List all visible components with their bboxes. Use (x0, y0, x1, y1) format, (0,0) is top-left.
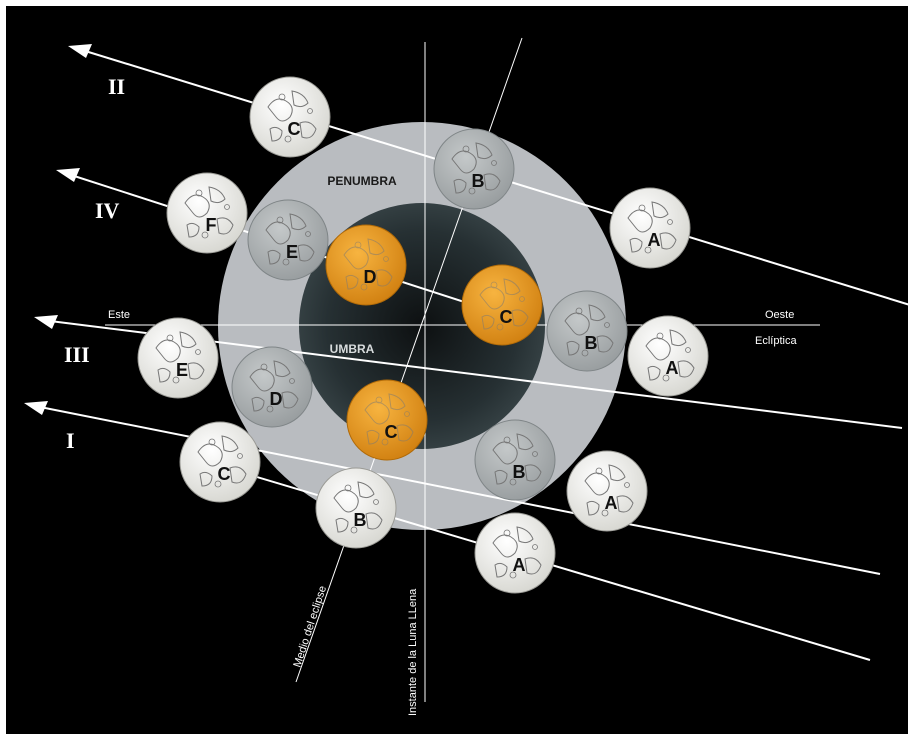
moon-letter: A (666, 358, 679, 378)
moon-iii-a: A (566, 450, 648, 532)
moon-letter: F (206, 215, 217, 235)
path-label-I: I (66, 428, 75, 453)
moon-letter: D (270, 389, 283, 409)
moon-letter: B (585, 333, 598, 353)
umbra-label: UMBRA (330, 342, 375, 356)
moon-letter: C (500, 307, 513, 327)
mid-eclipse-label: Medio del eclipse (291, 584, 329, 669)
arrowhead-IV (56, 168, 80, 182)
moons: C B A F E D C B A E D C B A C B A (137, 76, 709, 594)
path-line-I (34, 405, 881, 575)
moon-iv-c: C (461, 264, 543, 346)
moon-iii-d: D (231, 346, 313, 428)
arrowhead-I (24, 401, 48, 415)
moon-iii-e: E (137, 317, 219, 399)
moon-ii-a: A (609, 187, 691, 269)
moon-letter: A (605, 493, 618, 513)
moon-i-b: B (315, 467, 397, 549)
path-label-IV: IV (95, 198, 120, 223)
penumbra-label: PENUMBRA (327, 174, 397, 188)
moon-iv-d: D (325, 224, 407, 306)
moon-letter: E (176, 360, 188, 380)
moon-letter: A (513, 555, 526, 575)
arrowhead-III (34, 315, 58, 329)
path-label-II: II (108, 74, 125, 99)
moon-iv-b: B (546, 290, 628, 372)
moon-iv-a: A (627, 315, 709, 397)
moon-letter: C (385, 422, 398, 442)
ecliptic-label: Eclíptica (755, 335, 797, 347)
moon-iv-e: E (247, 199, 329, 281)
full-moon-instant-label: Instante de la Luna LLena (407, 588, 419, 716)
arrowhead-II (68, 44, 92, 58)
moon-letter: B (354, 510, 367, 530)
moon-letter: B (513, 462, 526, 482)
moon-letter: A (648, 230, 661, 250)
moon-ii-b: B (433, 128, 515, 210)
moon-iv-f: F (166, 172, 248, 254)
moon-iii-c: C (346, 379, 428, 461)
moon-iii-b: B (474, 419, 556, 501)
east-label: Este (108, 309, 130, 321)
moon-ii-c: C (249, 76, 331, 158)
west-label: Oeste (765, 309, 794, 321)
path-label-III: III (64, 342, 90, 367)
moon-letter: B (472, 171, 485, 191)
moon-i-c: C (179, 421, 261, 503)
moon-letter: E (286, 242, 298, 262)
moon-letter: C (288, 119, 301, 139)
moon-letter: D (364, 267, 377, 287)
moon-i-a: A (474, 512, 556, 594)
arrowheads (24, 44, 92, 415)
moon-letter: C (218, 464, 231, 484)
